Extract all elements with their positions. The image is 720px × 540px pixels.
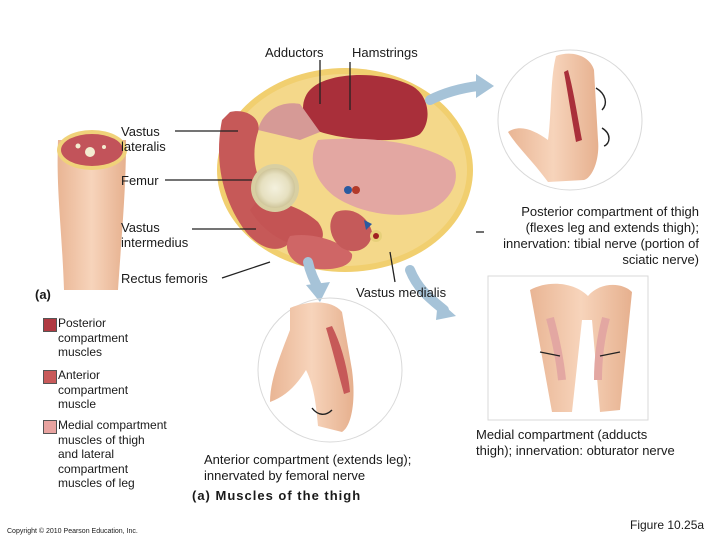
label-vastus-intermedius: Vastus intermedius [121, 220, 189, 250]
label-vastus-medialis: Vastus medialis [356, 285, 447, 300]
caption-anterior: Anterior compartment (extends leg); inne… [204, 452, 412, 483]
label-rectus-femoris: Rectus femoris [121, 271, 208, 286]
legend-text: Medial compartment muscles of thigh and … [58, 418, 167, 490]
medial-leg-image [487, 275, 649, 421]
legend-swatch [43, 420, 57, 434]
figure-number: Figure 10.25a [630, 518, 705, 532]
caption-posterior: Posterior compartment of thigh (flexes l… [503, 204, 699, 267]
figure-title: (a) Muscles of the thigh [192, 488, 362, 503]
thigh-stump-image [57, 130, 127, 290]
arrow-heads [306, 74, 494, 320]
label-vastus-lateralis: Vastus lateralis [121, 124, 166, 154]
anterior-leg-image [257, 297, 403, 443]
label-part-a: (a) [35, 287, 51, 302]
legend-swatch [43, 370, 57, 384]
posterior-leg-image [497, 49, 643, 191]
label-femur: Femur [121, 173, 159, 188]
legend-text: Anterior compartment muscle [58, 368, 129, 411]
thigh-cross-section-image [217, 68, 473, 272]
legend-text: Posterior compartment muscles [58, 316, 129, 359]
caption-medial: Medial compartment (adducts thigh); inne… [476, 427, 675, 458]
copyright-text: Copyright © 2010 Pearson Education, Inc. [7, 528, 138, 535]
legend-swatch [43, 318, 57, 332]
leader-lines [165, 60, 484, 283]
label-adductors: Adductors [265, 45, 324, 60]
label-hamstrings: Hamstrings [352, 45, 418, 60]
